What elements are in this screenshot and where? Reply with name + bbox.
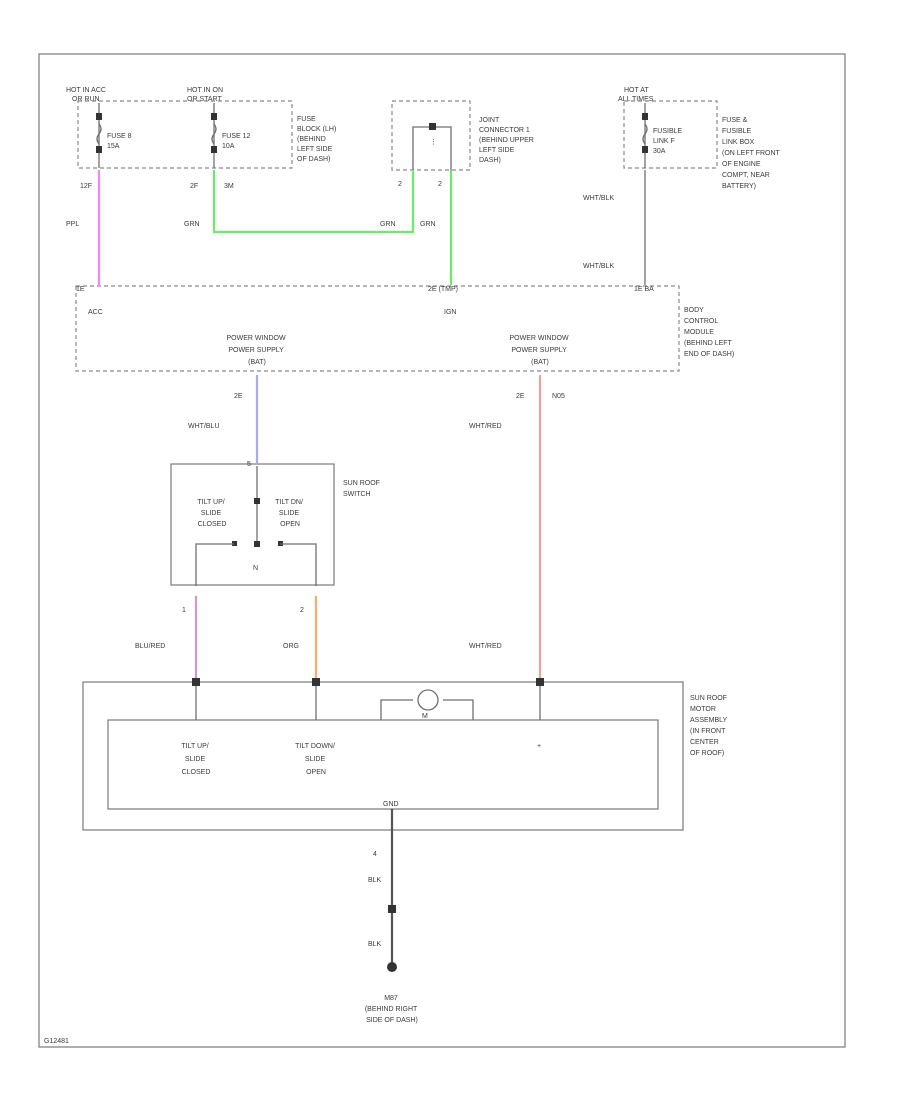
- bcm-pin-2e-left: 2E: [234, 393, 243, 400]
- wire-blk-label-1: BLK: [368, 877, 382, 884]
- wire-grn-label-2: GRN: [380, 221, 396, 228]
- bcm-pw-supply-right: POWER WINDOW POWER SUPPLY (BAT): [509, 335, 570, 366]
- motor-symbol: M: [380, 689, 474, 720]
- bcm-pin-n05: N05: [552, 393, 565, 400]
- wire-wht-blu-label: WHT/BLU: [188, 423, 220, 430]
- bcm-ign: IGN: [444, 309, 456, 316]
- motor-pin-4: 4: [373, 851, 377, 858]
- wire-blk-label-2: BLK: [368, 941, 382, 948]
- figure-code: G12481: [44, 1038, 69, 1045]
- pin-12f: 12F: [80, 183, 92, 190]
- switch-tilt-dn-label: TILT DN/ SLIDE OPEN: [275, 499, 305, 528]
- bcm-pin-1e: 1E: [76, 286, 85, 293]
- bcm-pin-batt: 1E BA: [634, 286, 654, 293]
- motor-gnd-label: GND: [383, 801, 399, 808]
- pin-joint-2a: 2: [398, 181, 402, 188]
- motor-connectors: [192, 678, 544, 720]
- wire-wht-blk-label-1: WHT/BLK: [583, 195, 614, 202]
- wire-grn-label-1: GRN: [184, 221, 200, 228]
- bcm-outline: [75, 285, 680, 372]
- wire-blu-red-label: BLU/RED: [135, 643, 165, 650]
- fuse-link-box-outline: [623, 100, 718, 169]
- svg-text:M: M: [422, 713, 428, 720]
- pin-joint-2b: 2: [438, 181, 442, 188]
- joint-connector-note: JOINT CONNECTOR 1 (BEHIND UPPER LEFT SID…: [479, 117, 536, 164]
- diagram-border: [38, 53, 846, 1048]
- wire-org-label: ORG: [283, 643, 299, 650]
- bcm-pin-ign: 2E (TMP): [428, 286, 458, 293]
- pin-3m: 3M: [224, 183, 234, 190]
- pin-2f: 2F: [190, 183, 198, 190]
- sunroof-motor-outer: [82, 681, 684, 831]
- pin-switch-1: 1: [182, 607, 186, 614]
- ground-note: M87 (BEHIND RIGHT SIDE OF DASH): [365, 995, 419, 1024]
- bcm-acc: ACC: [88, 309, 103, 316]
- wire-wht-blk-label-2: WHT/BLK: [583, 263, 614, 270]
- fuse-block-note: FUSE BLOCK (LH) (BEHIND LEFT SIDE OF DAS…: [297, 116, 338, 163]
- bcm-pw-supply-left: POWER WINDOW POWER SUPPLY (BAT): [226, 335, 287, 366]
- fuse-block-outline: [77, 100, 293, 169]
- svg-text:⋮: ⋮: [430, 139, 437, 146]
- motor-tilt-up-label: TILT UP/ SLIDE CLOSED: [181, 743, 210, 776]
- switch-n-label: N: [253, 565, 258, 572]
- wire-grn-label-3: GRN: [420, 221, 436, 228]
- bcm-note: BODY CONTROL MODULE (BEHIND LEFT END OF …: [684, 307, 734, 358]
- wire-ppl-label: PPL: [66, 221, 79, 228]
- sunroof-switch-contacts: [195, 466, 317, 586]
- ground-point: [387, 962, 397, 972]
- wire-grn-fuse12: [212, 170, 415, 234]
- motor-tilt-down-label: TILT DOWN/ SLIDE OPEN: [295, 743, 337, 776]
- sunroof-switch-pin-5: 5: [247, 461, 251, 468]
- fuse-link-box-note: FUSE & FUSIBLE LINK BOX (ON LEFT FRONT O…: [722, 117, 782, 190]
- switch-tilt-up-label: TILT UP/ SLIDE CLOSED: [197, 499, 226, 528]
- sunroof-switch-box: [170, 463, 335, 586]
- bcm-pin-2e-right: 2E: [516, 393, 525, 400]
- ground-splice: [388, 905, 396, 913]
- sunroof-motor-note: SUN ROOF MOTOR ASSEMBLY (IN FRONT CENTER…: [690, 695, 729, 757]
- wire-wht-red-label-2: WHT/RED: [469, 643, 502, 650]
- motor-plus-label: +: [537, 743, 541, 750]
- wire-wht-red-label-1: WHT/RED: [469, 423, 502, 430]
- sunroof-motor-inner: [107, 719, 659, 810]
- sunroof-switch-note: SUN ROOF SWITCH: [343, 480, 382, 498]
- pin-switch-2: 2: [300, 607, 304, 614]
- joint-connector: ⋮: [412, 123, 452, 170]
- joint-connector-outline: [391, 100, 471, 171]
